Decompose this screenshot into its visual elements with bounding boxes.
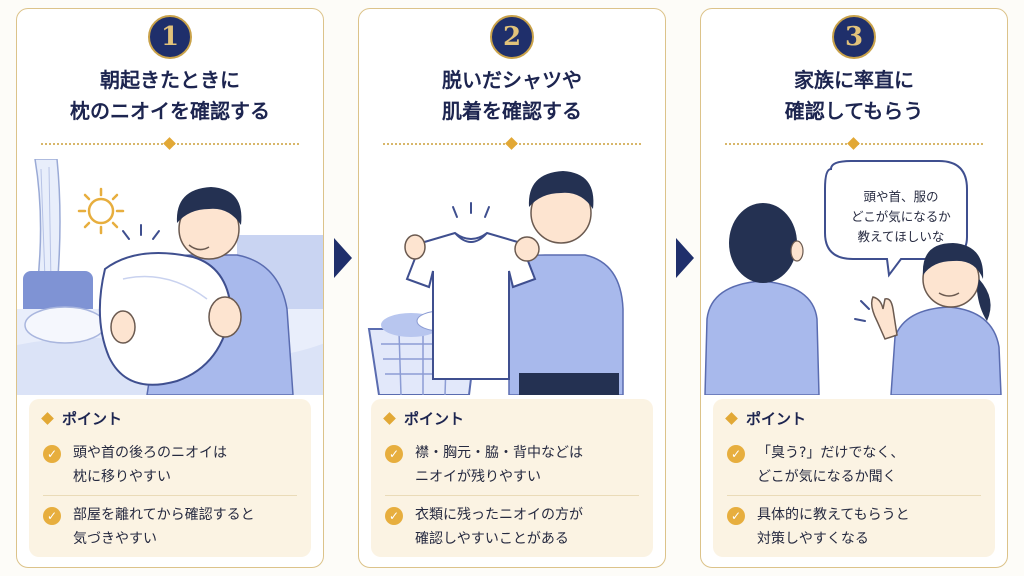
point-heading: ポイント bbox=[725, 409, 806, 429]
step-number-badge: 3 bbox=[832, 15, 876, 59]
title-separator bbox=[725, 137, 983, 150]
point-panel: ポイント ✓ 頭や首の後ろのニオイは枕に移りやすい ✓ 部屋を離れてから確認する… bbox=[29, 399, 311, 557]
point-item: ✓ 衣類に残ったニオイの方が確認しやすいことがある bbox=[385, 503, 643, 551]
diamond-icon bbox=[383, 412, 396, 425]
diamond-icon bbox=[41, 412, 54, 425]
next-arrow-icon bbox=[334, 238, 352, 278]
point-heading: ポイント bbox=[41, 409, 122, 429]
point-item: ✓ 部屋を離れてから確認すると気づきやすい bbox=[43, 503, 301, 551]
divider bbox=[385, 495, 639, 496]
step-number-badge: 2 bbox=[490, 15, 534, 59]
illustration-pillow-check bbox=[17, 159, 323, 395]
divider bbox=[727, 495, 981, 496]
step-number-badge: 1 bbox=[148, 15, 192, 59]
check-icon: ✓ bbox=[43, 445, 61, 463]
diamond-icon bbox=[725, 412, 738, 425]
check-icon: ✓ bbox=[385, 445, 403, 463]
point-item: ✓ 具体的に教えてもらうと対策しやすくなる bbox=[727, 503, 985, 551]
illustration-ask-family bbox=[704, 160, 1002, 395]
point-panel: ポイント ✓ 「臭う?」だけでなく、どこが気になるか聞く ✓ 具体的に教えてもら… bbox=[713, 399, 995, 557]
check-icon: ✓ bbox=[727, 445, 745, 463]
divider bbox=[43, 495, 297, 496]
title-separator bbox=[383, 137, 641, 150]
check-icon: ✓ bbox=[727, 507, 745, 525]
point-panel: ポイント ✓ 襟・胸元・脇・背中などはニオイが残りやすい ✓ 衣類に残ったニオイ… bbox=[371, 399, 653, 557]
check-icon: ✓ bbox=[43, 507, 61, 525]
point-item: ✓ 頭や首の後ろのニオイは枕に移りやすい bbox=[43, 441, 301, 489]
step-title: 脱いだシャツや 肌着を確認する bbox=[442, 68, 582, 123]
step-card-2: 2 脱いだシャツや 肌着を確認する ポイント ✓ bbox=[358, 8, 666, 568]
point-item: ✓ 襟・胸元・脇・背中などはニオイが残りやすい bbox=[385, 441, 643, 489]
sun-icon bbox=[77, 187, 125, 235]
step-card-3: 3 家族に率直に 確認してもらう 頭や首、服の どこが気になるか 教えてほしいな… bbox=[700, 8, 1008, 568]
point-heading: ポイント bbox=[383, 409, 464, 429]
check-icon: ✓ bbox=[385, 507, 403, 525]
next-arrow-icon bbox=[676, 238, 694, 278]
step-title: 朝起きたときに 枕のニオイを確認する bbox=[70, 68, 270, 123]
point-item: ✓ 「臭う?」だけでなく、どこが気になるか聞く bbox=[727, 441, 985, 489]
illustration-shirt-check bbox=[367, 171, 624, 395]
step-card-1: 1 朝起きたときに 枕のニオイを確認する bbox=[16, 8, 324, 568]
speech-bubble-text: 頭や首、服の どこが気になるか 教えてほしいな bbox=[851, 189, 951, 244]
step-title: 家族に率直に 確認してもらう bbox=[784, 68, 924, 123]
title-separator bbox=[41, 137, 299, 150]
